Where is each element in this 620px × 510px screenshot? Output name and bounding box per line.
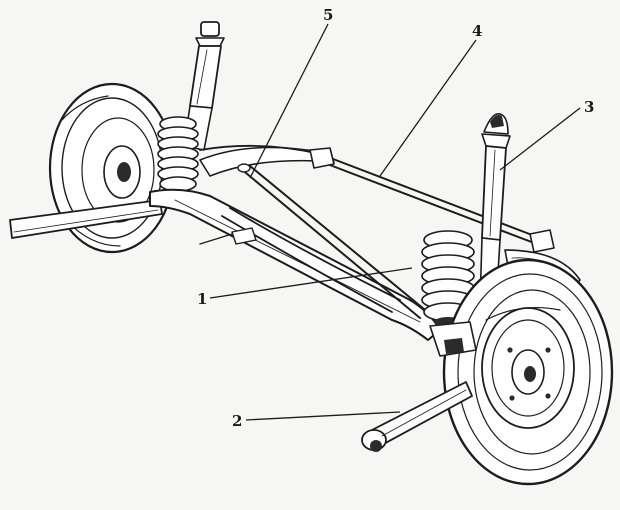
left-axle-bar [9, 199, 163, 239]
left-coil-spring [157, 116, 199, 192]
stabilizer-rod [199, 144, 555, 253]
lower-trailing-link [361, 381, 473, 452]
right-coil-spring [421, 230, 475, 327]
callout-5: 5 [323, 6, 333, 24]
callout-3: 3 [584, 98, 594, 116]
leader-lines [209, 23, 581, 421]
trailing-arm-tubes [199, 163, 431, 319]
callout-2: 2 [232, 412, 242, 430]
right-hub [429, 321, 477, 357]
callout-4: 4 [472, 22, 482, 40]
axle-beam [149, 146, 441, 341]
callout-1: 1 [197, 290, 207, 308]
right-wheel [442, 258, 614, 486]
